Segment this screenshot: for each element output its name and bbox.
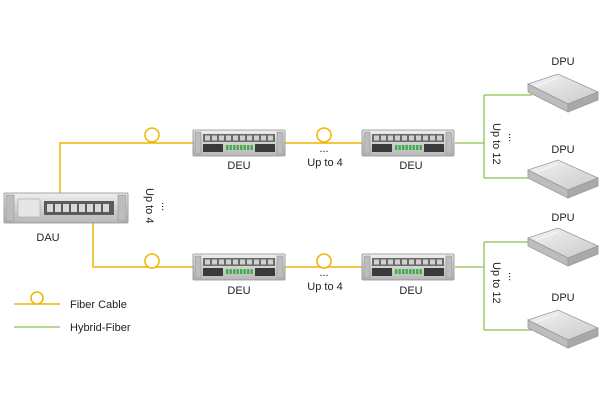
deu-device xyxy=(192,253,286,281)
dau-device xyxy=(3,192,129,224)
fiber-loop-icon xyxy=(30,291,44,305)
deu-device xyxy=(192,129,286,157)
ellipsis-vertical: ... xyxy=(159,202,171,211)
dau-label: DAU xyxy=(36,232,59,244)
legend-fiber-label: Fiber Cable xyxy=(70,299,127,311)
deu-label: DEU xyxy=(227,285,250,297)
hybrid-fiber-cables xyxy=(455,94,532,331)
dpu-device xyxy=(527,227,599,267)
fiber-loop-icon xyxy=(316,127,332,143)
fiber-link-dau-deu-bottom xyxy=(92,222,193,268)
fiber-loop-icon xyxy=(316,253,332,269)
deu-device xyxy=(361,253,455,281)
legend: Fiber Cable Hybrid-Fiber xyxy=(14,291,131,334)
deu-label: DEU xyxy=(227,160,250,172)
up-to-4-vertical-label: Up to 4 xyxy=(143,188,155,223)
ellipsis-vertical: ... xyxy=(506,272,518,281)
dpu-device xyxy=(527,73,599,113)
fiber-loop-icon xyxy=(144,127,160,143)
legend-hybrid-label: Hybrid-Fiber xyxy=(70,322,131,334)
up-to-4-label: Up to 4 xyxy=(307,281,342,293)
fiber-cables xyxy=(59,142,362,268)
deu-device xyxy=(361,129,455,157)
dpu-label: DPU xyxy=(551,292,574,304)
ellipsis-horizontal: ... xyxy=(319,143,328,155)
ellipsis-horizontal: ... xyxy=(319,267,328,279)
up-to-4-label: Up to 4 xyxy=(307,157,342,169)
ellipsis-vertical: ... xyxy=(506,133,518,142)
fiber-loop-icons xyxy=(144,127,332,269)
deu-label: DEU xyxy=(399,285,422,297)
dpu-device xyxy=(527,159,599,199)
deu-label: DEU xyxy=(399,160,422,172)
fiber-loop-icon xyxy=(144,253,160,269)
dpu-label: DPU xyxy=(551,144,574,156)
dpu-label: DPU xyxy=(551,212,574,224)
fiber-link-dau-deu-top xyxy=(59,142,193,203)
dpu-label: DPU xyxy=(551,56,574,68)
dpu-device xyxy=(527,309,599,349)
up-to-12-vertical-label: Up to 12 xyxy=(490,123,502,165)
up-to-12-vertical-label: Up to 12 xyxy=(490,262,502,304)
